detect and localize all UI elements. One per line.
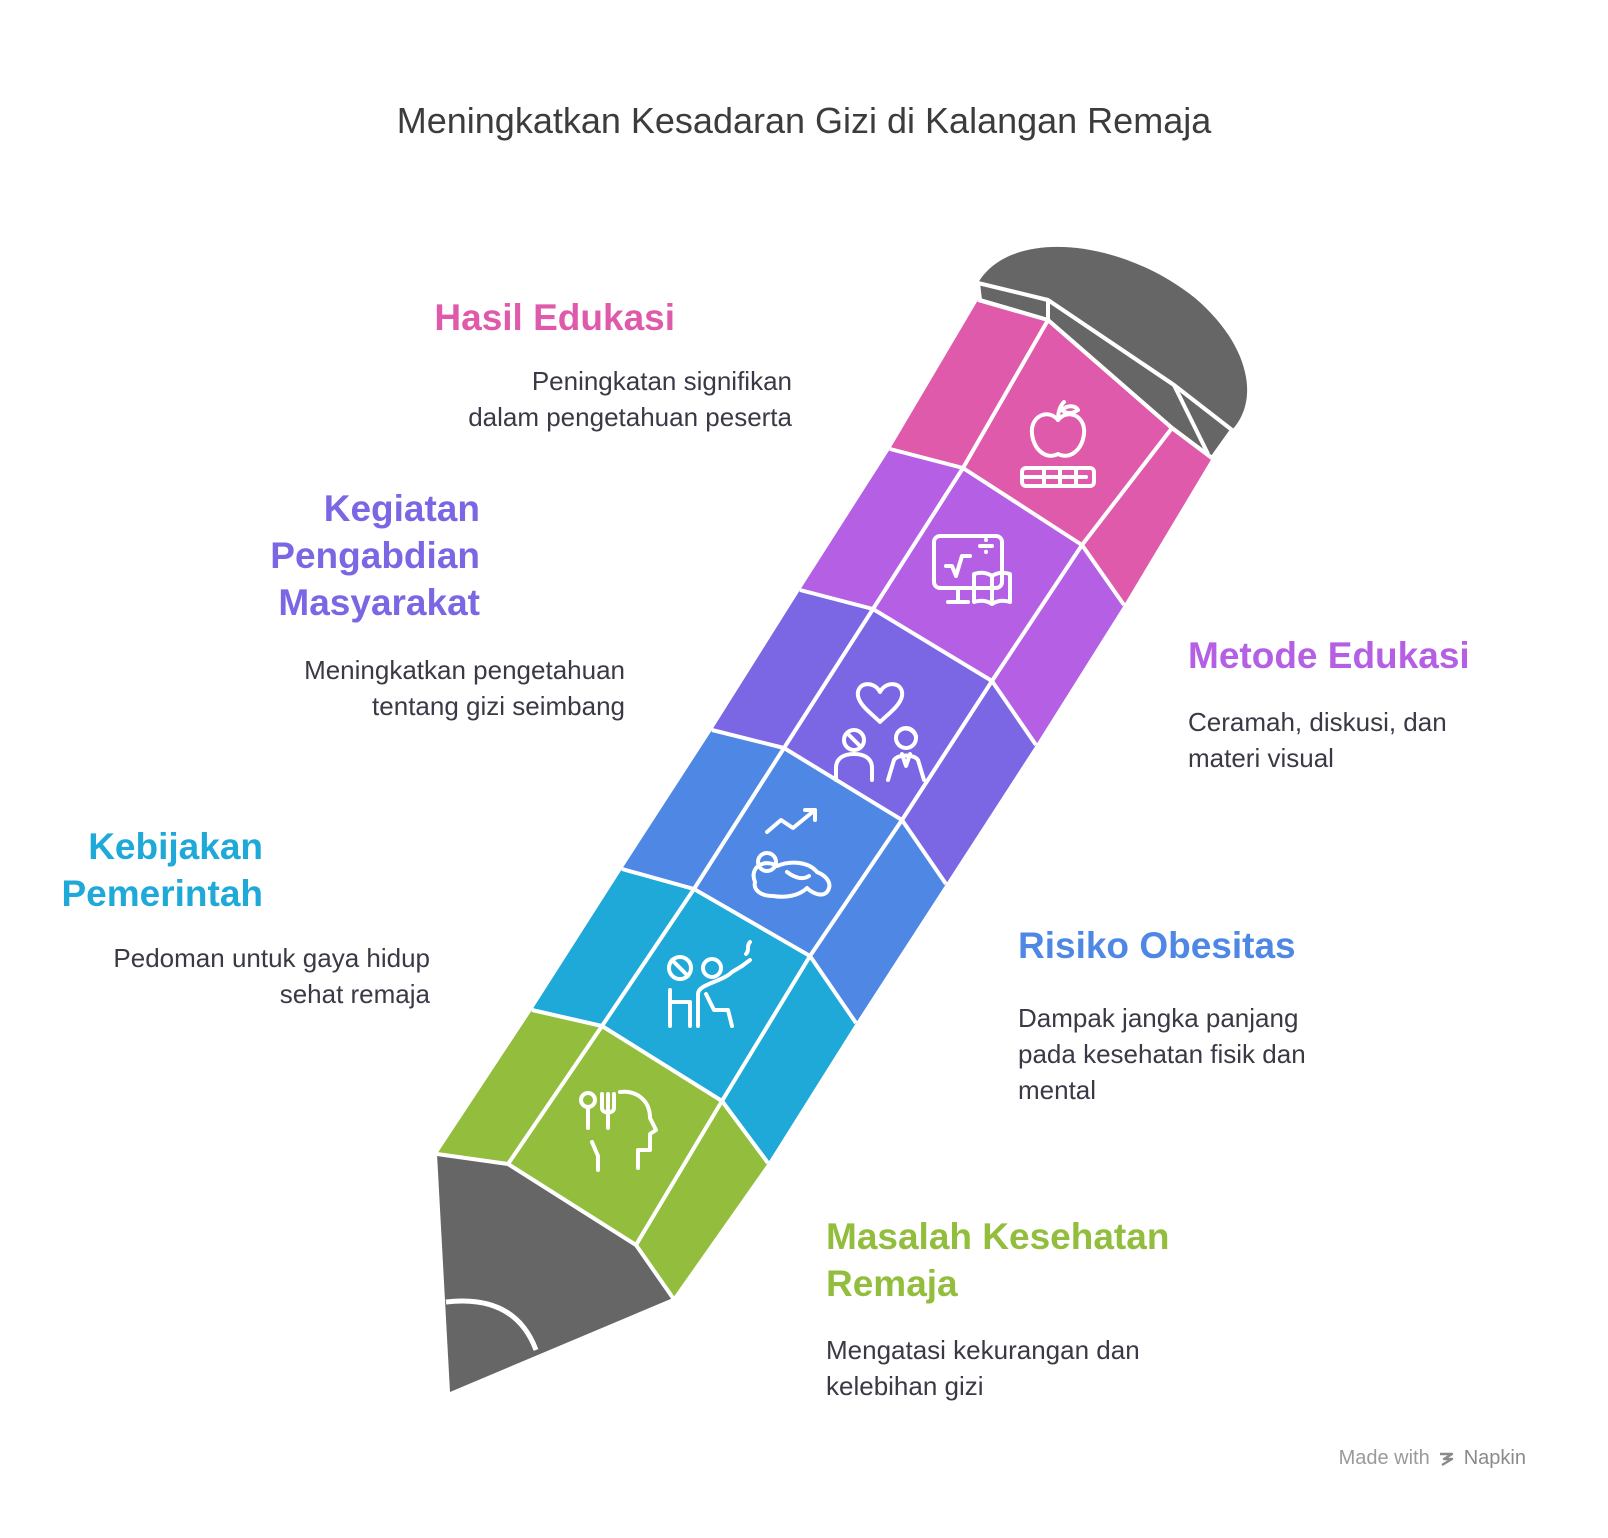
item-kegiatan-pengabdian-title: Kegiatan Pengabdian Masyarakat xyxy=(160,485,480,626)
ferrule-divider xyxy=(1172,384,1210,455)
pencil-row-line xyxy=(621,867,858,1025)
apple-book-icon xyxy=(1020,400,1096,488)
page-title: Meningkatkan Kesadaran Gizi di Kalangan … xyxy=(396,100,1212,141)
title-line: Remaja xyxy=(826,1263,958,1304)
napkin-logo-icon xyxy=(1439,1452,1453,1466)
pencil-segment xyxy=(712,590,1036,884)
item-metode-edukasi-title: Metode Edukasi xyxy=(1188,635,1470,676)
desc-line: Dampak jangka panjang xyxy=(1018,1003,1299,1033)
pencil-segment xyxy=(800,449,1124,745)
item-hasil-edukasi-desc: Peningkatan signifikan dalam pengetahuan… xyxy=(300,363,792,435)
item-kegiatan-pengabdian-desc: Meningkatkan pengetahuan tentang gizi se… xyxy=(160,652,625,724)
nutrition-head-icon xyxy=(579,1089,658,1172)
title-line: Kegiatan xyxy=(323,488,480,529)
desc-line: tentang gizi seimbang xyxy=(372,691,625,721)
item-masalah-kesehatan-title: Masalah Kesehatan Remaja xyxy=(826,1213,1286,1307)
obesity-trend-icon xyxy=(751,808,832,899)
item-metode-edukasi-desc: Ceramah, diskusi, dan materi visual xyxy=(1188,704,1588,776)
pencil-row-line xyxy=(889,447,1126,607)
community-heart-icon xyxy=(834,682,926,782)
item-risiko-obesitas-desc: Dampak jangka panjang pada kesehatan fis… xyxy=(1018,1000,1418,1108)
item-risiko-obesitas-title: Risiko Obesitas xyxy=(1018,925,1296,966)
item-masalah-kesehatan-desc: Mengatasi kekurangan dan kelebihan gizi xyxy=(826,1332,1286,1404)
title-line: Kebijakan xyxy=(88,826,263,867)
desc-line: Ceramah, diskusi, dan xyxy=(1188,707,1447,737)
item-kebijakan-pemerintah-title: Kebijakan Pemerintah xyxy=(20,823,263,917)
ferrule-line xyxy=(1046,298,1176,387)
pencil-column-line xyxy=(506,319,1050,1166)
desc-line: pada kesehatan fisik dan xyxy=(1018,1039,1306,1069)
desc-line: materi visual xyxy=(1188,743,1334,773)
pencil-row-line xyxy=(799,588,1038,747)
desc-line: Meningkatkan pengetahuan xyxy=(304,655,625,685)
pencil-column-line xyxy=(634,426,1174,1247)
pencil-row-line xyxy=(436,1152,675,1300)
pencil-tip-arc xyxy=(445,1298,539,1351)
desc-line: mental xyxy=(1018,1075,1097,1105)
pencil-row-line xyxy=(977,298,1214,460)
desc-line: dalam pengetahuan peserta xyxy=(468,402,792,432)
pencil-segment xyxy=(622,730,946,1023)
desc-line: kelebihan gizi xyxy=(826,1371,984,1401)
desc-line: Pedoman untuk gaya hidup xyxy=(113,943,430,973)
title-line: Masalah Kesehatan xyxy=(826,1216,1170,1257)
pencil-grid-lines xyxy=(436,298,1214,1300)
pencil-segments xyxy=(437,300,1212,1298)
pencil-segment xyxy=(437,1010,768,1298)
pencil-row-line xyxy=(711,728,948,886)
title-line: Masyarakat xyxy=(278,582,480,623)
item-hasil-edukasi-title: Hasil Edukasi xyxy=(434,297,675,338)
desc-line: Peningkatan signifikan xyxy=(531,366,792,396)
no-smoking-policy-icon xyxy=(667,940,752,1028)
title-line: Pengabdian xyxy=(270,535,480,576)
title-line: Pemerintah xyxy=(61,873,263,914)
napkin-brand-label: Napkin xyxy=(1463,1447,1526,1469)
pencil-segment xyxy=(890,300,1212,605)
pencil-segment xyxy=(532,869,856,1163)
presentation-book-icon xyxy=(932,534,1012,606)
desc-line: sehat remaja xyxy=(279,979,430,1009)
item-kebijakan-pemerintah-desc: Pedoman untuk gaya hidup sehat remaja xyxy=(20,940,430,1012)
pencil-tip xyxy=(437,1154,673,1392)
desc-line: Mengatasi kekurangan dan xyxy=(826,1335,1140,1365)
made-with-label: Made with xyxy=(1338,1447,1430,1469)
pencil-row-line xyxy=(531,1008,770,1165)
made-with-napkin[interactable]: Made with Napkin xyxy=(1339,1447,1526,1470)
